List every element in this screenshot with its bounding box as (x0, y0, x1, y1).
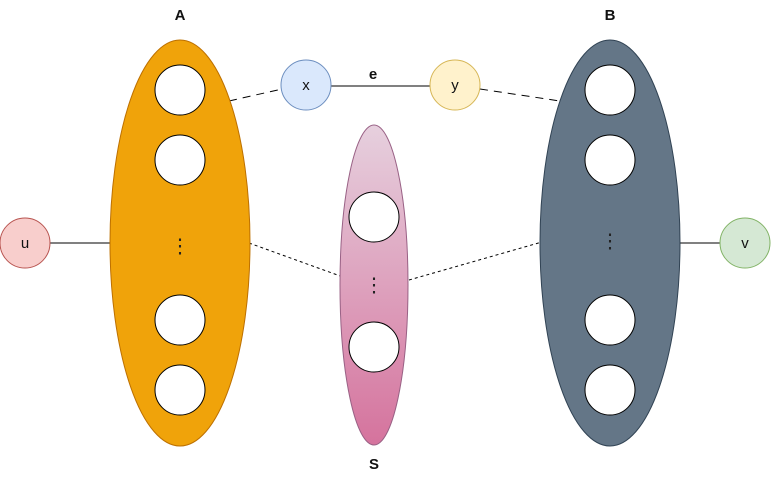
set-a-member (154, 134, 206, 186)
node-v: v (719, 217, 771, 269)
node-x-label: x (302, 77, 310, 94)
set-b-ellipsis: ⋮ (600, 230, 620, 252)
dashed-y-to-b (479, 88, 561, 102)
node-v-circle (719, 217, 771, 269)
dotted-a-to-s (248, 242, 344, 278)
node-x: x (280, 59, 332, 111)
node-y: y (429, 59, 481, 111)
dotted-s-to-b (408, 241, 543, 281)
node-u: u (0, 217, 51, 269)
node-x-circle (280, 59, 332, 111)
node-u-label: u (21, 235, 29, 252)
node-v-label: v (741, 235, 749, 252)
set-a-member (154, 294, 206, 346)
set-a-ellipse (109, 39, 251, 447)
set-s: ⋮ S (339, 124, 409, 473)
set-a-member (154, 64, 206, 116)
set-s-member (348, 191, 400, 243)
set-s-label: S (369, 456, 379, 473)
node-u-circle (0, 217, 51, 269)
set-a-label: A (175, 7, 186, 24)
set-a-member (154, 364, 206, 416)
set-b-member (584, 294, 636, 346)
set-b-member (584, 364, 636, 416)
set-b-label: B (605, 7, 616, 24)
set-a: ⋮ A (109, 7, 251, 447)
set-a-ellipsis: ⋮ (170, 235, 190, 257)
dashed-a-to-x (228, 88, 283, 102)
set-s-member (348, 321, 400, 373)
node-y-circle (429, 59, 481, 111)
set-s-ellipsis: ⋮ (364, 274, 384, 296)
node-y-label: y (451, 77, 459, 94)
set-b: ⋮ B (539, 7, 681, 447)
set-b-member (584, 134, 636, 186)
set-b-member (584, 64, 636, 116)
set-b-ellipse (539, 39, 681, 447)
edge-e-label: e (369, 66, 377, 83)
